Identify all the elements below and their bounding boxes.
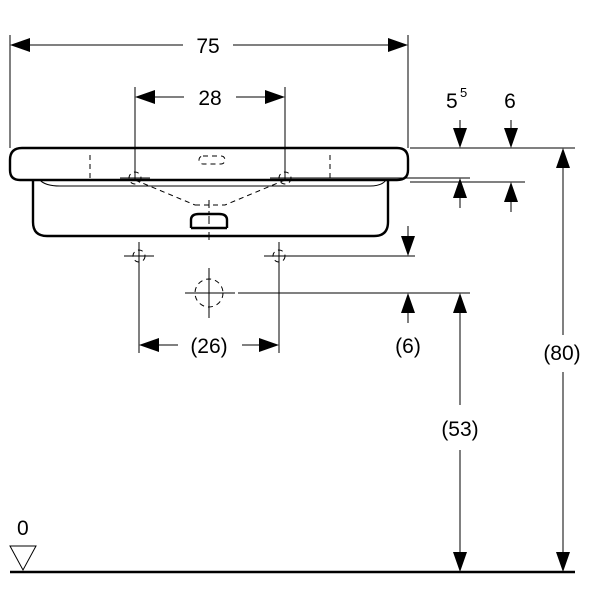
waste-connection xyxy=(185,268,470,318)
tap-hole-spacing-label: 28 xyxy=(198,87,221,110)
overall-width-dimension: 75 xyxy=(9,35,409,148)
overall-height-label: (80) xyxy=(543,342,580,365)
floor-level-label: 0 xyxy=(17,517,29,540)
supply-spacing-label: (26) xyxy=(190,335,227,358)
waste-height-dimension: (53) xyxy=(441,293,479,572)
rim-thickness-label: 5 xyxy=(446,90,458,113)
waste-height-label: (53) xyxy=(441,418,478,441)
tap-hole-spacing-dimension: 28 xyxy=(134,87,286,180)
overall-width-label: 75 xyxy=(196,35,219,58)
floor-level: 0 xyxy=(9,517,575,574)
waste-offset-dimension: (6) xyxy=(395,293,421,358)
rim-thickness-superscript: 5 xyxy=(460,85,467,100)
overall-height-dimension: (80) xyxy=(543,148,581,572)
basin-outline xyxy=(8,146,410,240)
rim-offset-label: 6 xyxy=(504,90,516,113)
supply-spacing-dimension: (26) xyxy=(139,335,279,358)
waste-offset-label: (6) xyxy=(395,335,421,358)
supply-connections xyxy=(124,226,415,353)
rim-dimensions: 5 5 6 xyxy=(300,85,575,212)
